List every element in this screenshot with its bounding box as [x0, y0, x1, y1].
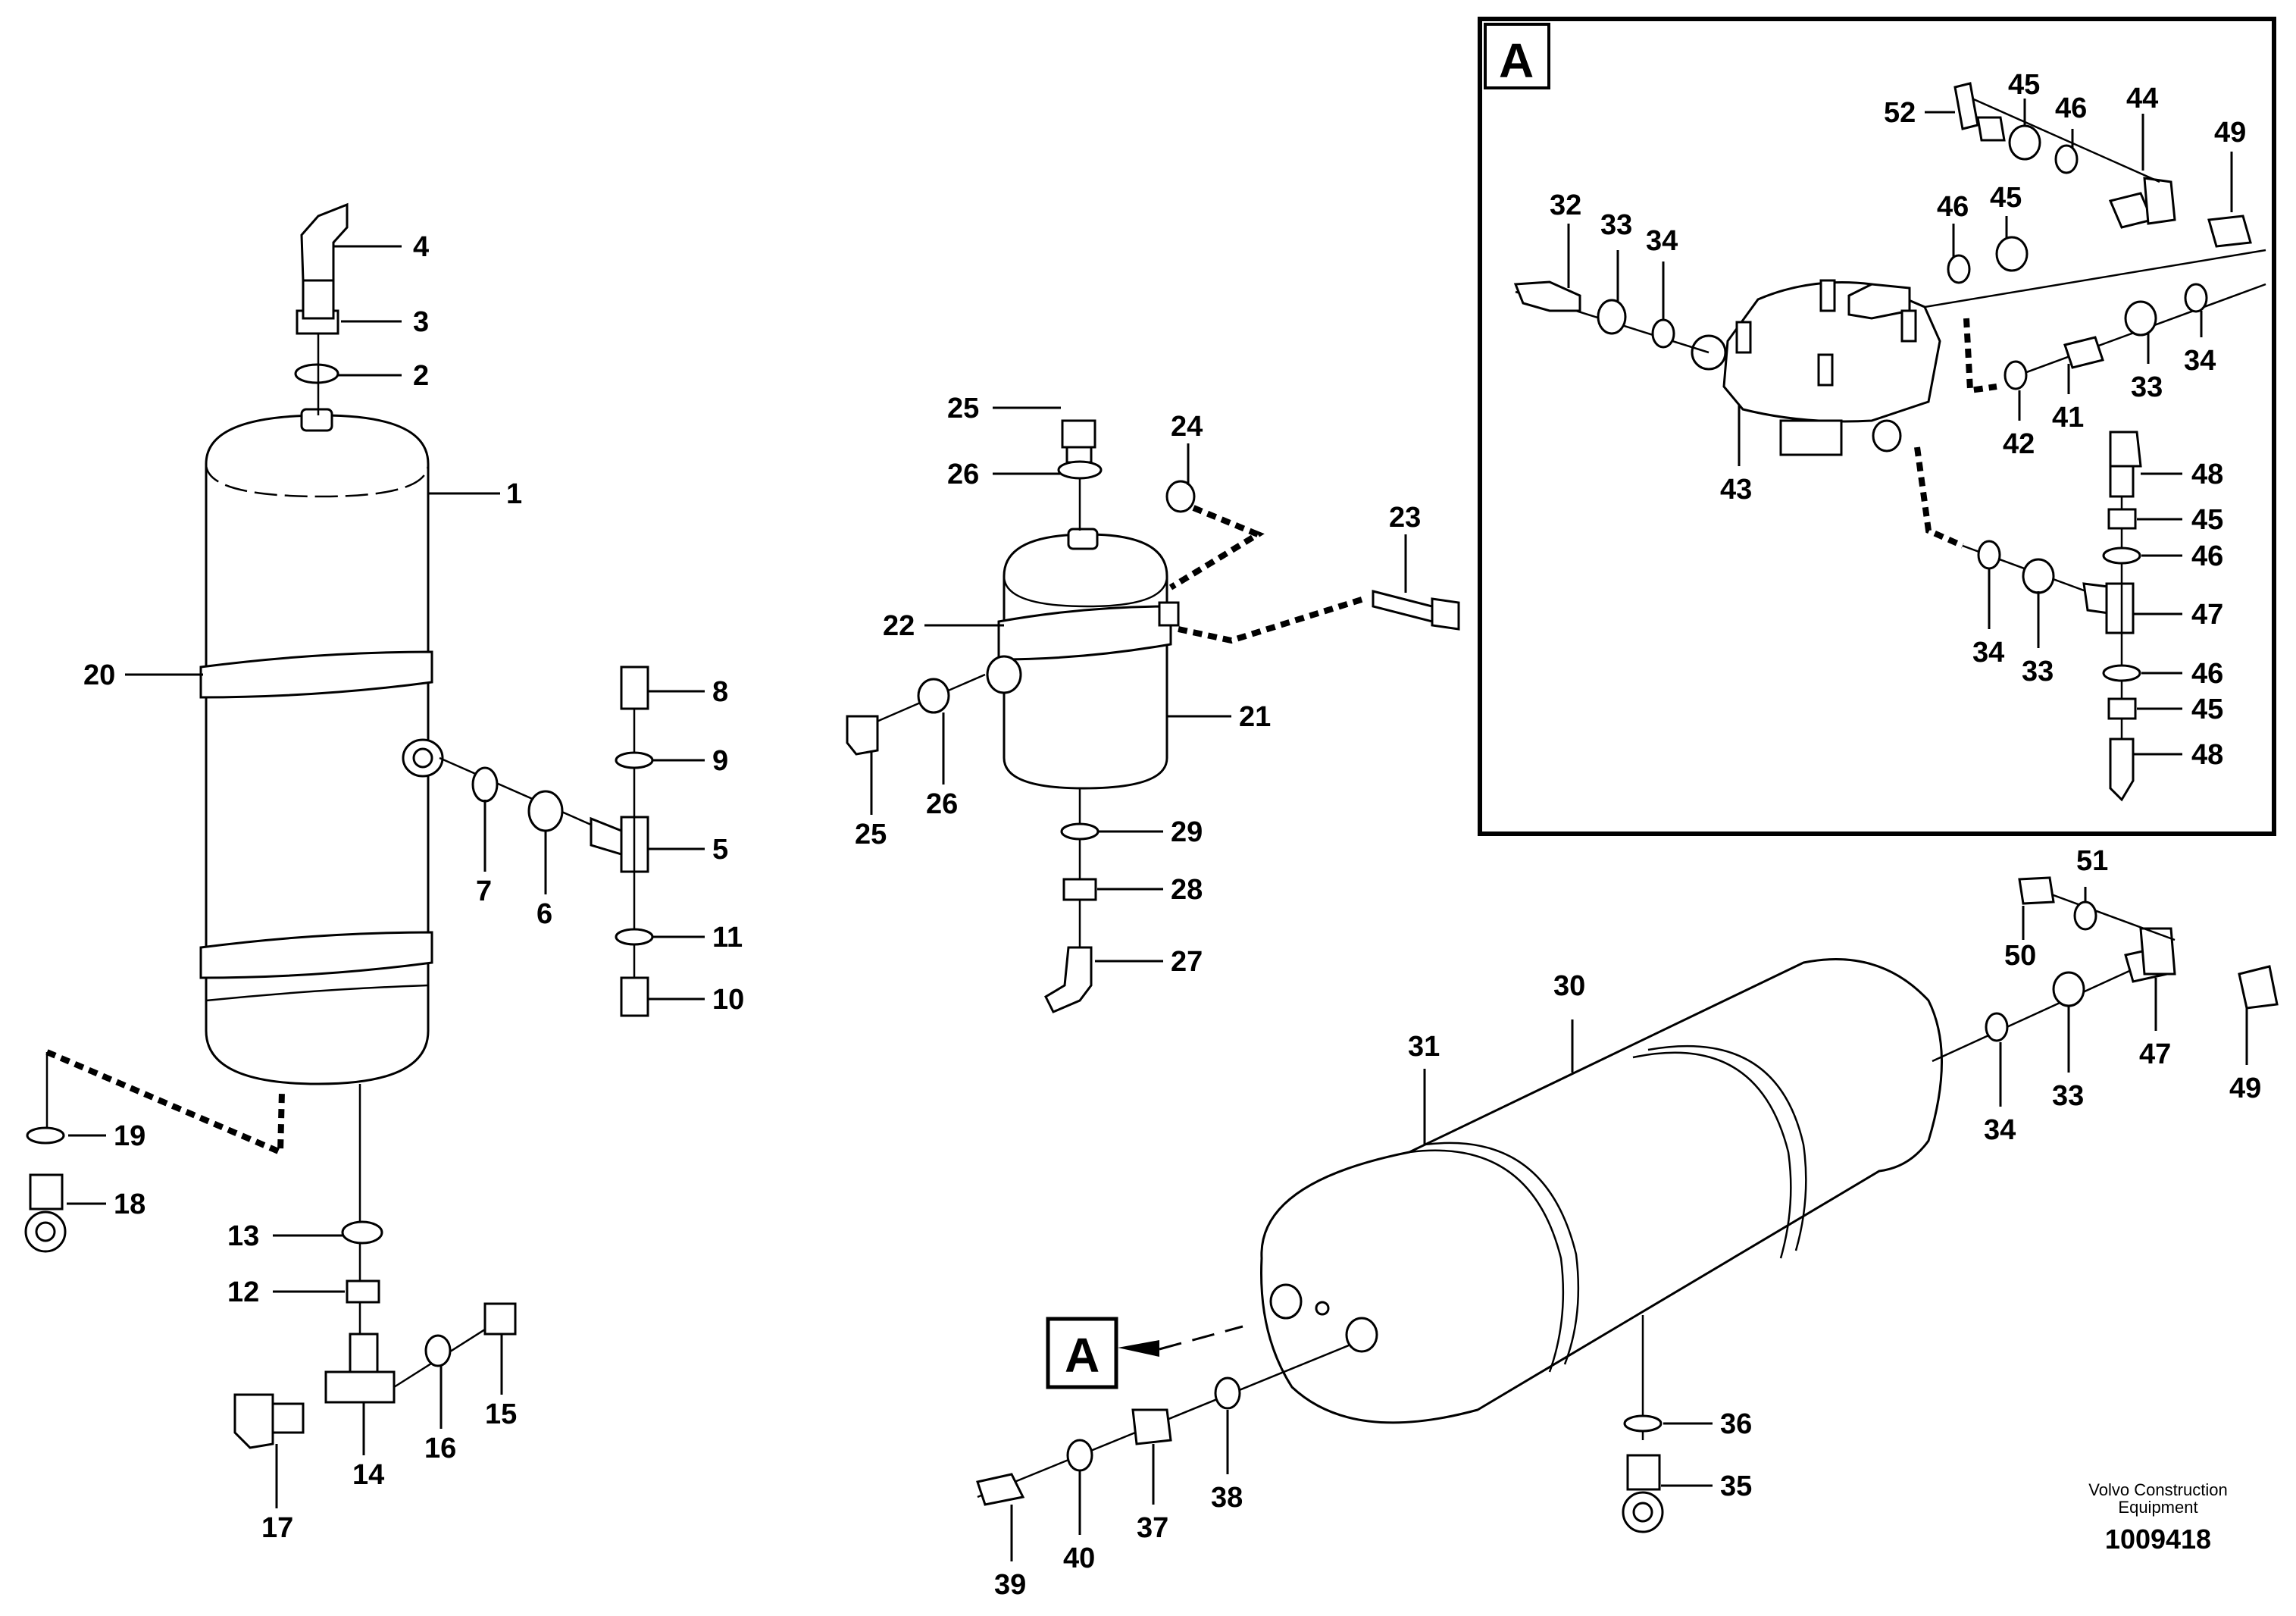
- callout-3: 3: [413, 306, 429, 338]
- leaders-left: [67, 245, 705, 1508]
- callout-28: 28: [1171, 874, 1203, 906]
- callout-20: 20: [83, 659, 115, 691]
- detail-box-a: [1478, 17, 2276, 836]
- callout-52: 52: [1884, 97, 1916, 129]
- callout-6: 6: [536, 898, 552, 930]
- callout-33-c: 33: [2022, 656, 2054, 687]
- callout-23: 23: [1389, 502, 1421, 534]
- maker-name-line2: Equipment: [2118, 1498, 2197, 1517]
- callout-21: 21: [1239, 701, 1271, 733]
- callout-51: 51: [2076, 845, 2108, 877]
- leaders-middle: [870, 406, 1407, 963]
- callout-4: 4: [413, 231, 429, 263]
- callout-49-b: 49: [2229, 1073, 2261, 1104]
- callout-34-b: 34: [2184, 345, 2216, 377]
- callout-46-d: 46: [2191, 658, 2223, 690]
- callout-41: 41: [2052, 402, 2084, 434]
- callout-34-d: 34: [1984, 1114, 2016, 1146]
- filter-21-assembly: [846, 419, 1460, 1013]
- callout-30: 30: [1553, 970, 1585, 1002]
- callout-16: 16: [424, 1433, 456, 1464]
- callout-labels: 4 3 2 1 20 8 9 5 11 10 7 6 19 18 13 12 1…: [83, 69, 2261, 1601]
- callout-18: 18: [114, 1189, 145, 1220]
- callout-14: 14: [352, 1459, 384, 1491]
- detail-box-a-label: A: [1499, 33, 1534, 88]
- callout-26-top: 26: [947, 459, 979, 490]
- callout-12: 12: [227, 1276, 259, 1308]
- filter-body-21: [1003, 533, 1168, 790]
- tank-30-assembly: [976, 876, 2279, 1533]
- band-20-lower: [199, 931, 433, 979]
- callout-48-b: 48: [2191, 739, 2223, 771]
- callout-42: 42: [2003, 428, 2035, 460]
- tank-1: [205, 414, 430, 1085]
- callout-25-top: 25: [947, 393, 979, 424]
- callout-37: 37: [1137, 1512, 1168, 1544]
- callout-13: 13: [227, 1220, 259, 1252]
- detail-reference-a-label: A: [1065, 1328, 1100, 1383]
- callout-38: 38: [1211, 1482, 1243, 1514]
- callout-45-b: 45: [1990, 182, 2022, 214]
- callout-36: 36: [1720, 1408, 1752, 1440]
- callout-39: 39: [994, 1569, 1026, 1601]
- callout-47-a: 47: [2191, 599, 2223, 631]
- callout-45-d: 45: [2191, 694, 2223, 725]
- callout-9: 9: [712, 745, 728, 777]
- callout-46-c: 46: [2191, 540, 2223, 572]
- tank-30: [1260, 958, 1943, 1424]
- callout-27: 27: [1171, 946, 1203, 978]
- callout-46-b: 46: [1937, 191, 1969, 223]
- callout-45-c: 45: [2191, 504, 2223, 536]
- callout-46-a: 46: [2055, 92, 2087, 124]
- callout-33-a: 33: [1600, 209, 1632, 241]
- callout-44: 44: [2126, 83, 2158, 114]
- callout-8: 8: [712, 676, 728, 708]
- callout-34-a: 34: [1646, 225, 1678, 257]
- callout-48-a: 48: [2191, 459, 2223, 490]
- leaders-detail-a: [1567, 99, 2233, 756]
- callout-19: 19: [114, 1120, 145, 1152]
- callout-29: 29: [1171, 816, 1203, 848]
- callout-50: 50: [2004, 940, 2036, 972]
- callout-11: 11: [712, 922, 743, 954]
- callout-17: 17: [261, 1512, 293, 1544]
- callout-34-c: 34: [1972, 637, 2004, 669]
- valve-43: [1722, 281, 1941, 423]
- band-20-upper: [199, 650, 433, 699]
- callout-2: 2: [413, 360, 429, 392]
- callout-33-b: 33: [2131, 371, 2163, 403]
- callout-31: 31: [1408, 1031, 1440, 1063]
- callout-45-a: 45: [2008, 69, 2040, 101]
- callout-7: 7: [476, 875, 492, 907]
- callout-10: 10: [712, 984, 744, 1016]
- leaders-bottom-right: [1010, 887, 2248, 1561]
- callout-35: 35: [1720, 1470, 1752, 1502]
- callout-26-side: 26: [926, 788, 958, 820]
- callout-47-b: 47: [2139, 1038, 2171, 1070]
- callout-15: 15: [485, 1398, 517, 1430]
- callout-24: 24: [1171, 411, 1203, 443]
- callout-33-d: 33: [2052, 1080, 2084, 1112]
- callout-5: 5: [712, 834, 728, 866]
- callout-49-a: 49: [2214, 117, 2246, 149]
- tank-1-assembly: [24, 202, 654, 1449]
- callout-40: 40: [1063, 1542, 1095, 1574]
- callout-25-side: 25: [855, 819, 887, 850]
- callout-22: 22: [883, 610, 915, 642]
- callout-43: 43: [1720, 474, 1752, 506]
- document-number: 1009418: [2105, 1524, 2211, 1555]
- callout-1: 1: [506, 478, 522, 510]
- callout-32: 32: [1550, 189, 1581, 221]
- clamp-22: [997, 605, 1172, 661]
- maker-name-line1: Volvo Construction: [2088, 1480, 2227, 1499]
